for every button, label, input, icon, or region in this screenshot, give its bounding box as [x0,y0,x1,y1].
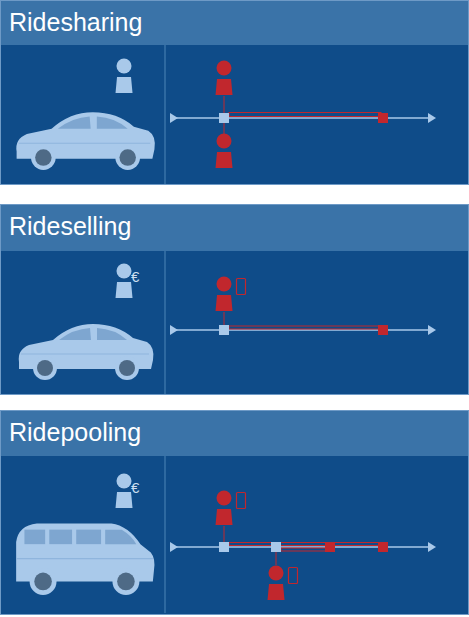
panel-heading: Ridepooling [1,411,468,456]
passenger-icon [216,134,233,169]
timeline-head [170,542,178,552]
mode-panel: Rideselling [0,204,469,395]
timeline-head [170,113,178,123]
leader-line [276,552,277,565]
phone-icon [237,279,246,295]
panel-heading: Ridesharing [1,1,468,45]
timeline [172,329,430,331]
passenger-icon [268,566,285,601]
passenger-icon [216,491,233,526]
phone-icon [237,493,246,509]
trip-bar [281,548,327,551]
dropoff-stop [378,113,388,123]
panel-heading: Rideselling [1,205,468,251]
timeline-head [428,113,436,123]
phone-icon [289,568,298,584]
pickup-stop [271,542,281,552]
dropoff-stop [378,542,388,552]
car-icon [16,112,155,170]
leader-line [224,96,225,113]
timeline-head [428,542,436,552]
trip-bar [229,326,381,329]
trip-bar [229,543,381,546]
divider [164,456,166,613]
passenger-icon [216,61,233,96]
passenger-icon [216,277,233,312]
mode-panel: Ridepooling [0,410,469,615]
timeline-head [170,325,178,335]
dropoff-stop [325,542,335,552]
driver-icon [116,474,133,509]
timeline-head [428,325,436,335]
pickup-stop [219,542,229,552]
leader-line [224,123,225,135]
leader-line [224,312,225,325]
timeline [172,117,430,119]
car-icon [19,324,154,380]
timeline [172,546,430,548]
leader-line [224,526,225,542]
pickup-stop [219,325,229,335]
divider [164,45,166,184]
driver-icon [116,264,133,299]
mode-panel: Ridesharing [0,0,469,185]
pickup-stop [219,113,229,123]
trip-bar [229,113,381,117]
divider [164,251,166,394]
van-icon [16,523,154,594]
driver-icon [116,59,133,94]
dropoff-stop [378,325,388,335]
